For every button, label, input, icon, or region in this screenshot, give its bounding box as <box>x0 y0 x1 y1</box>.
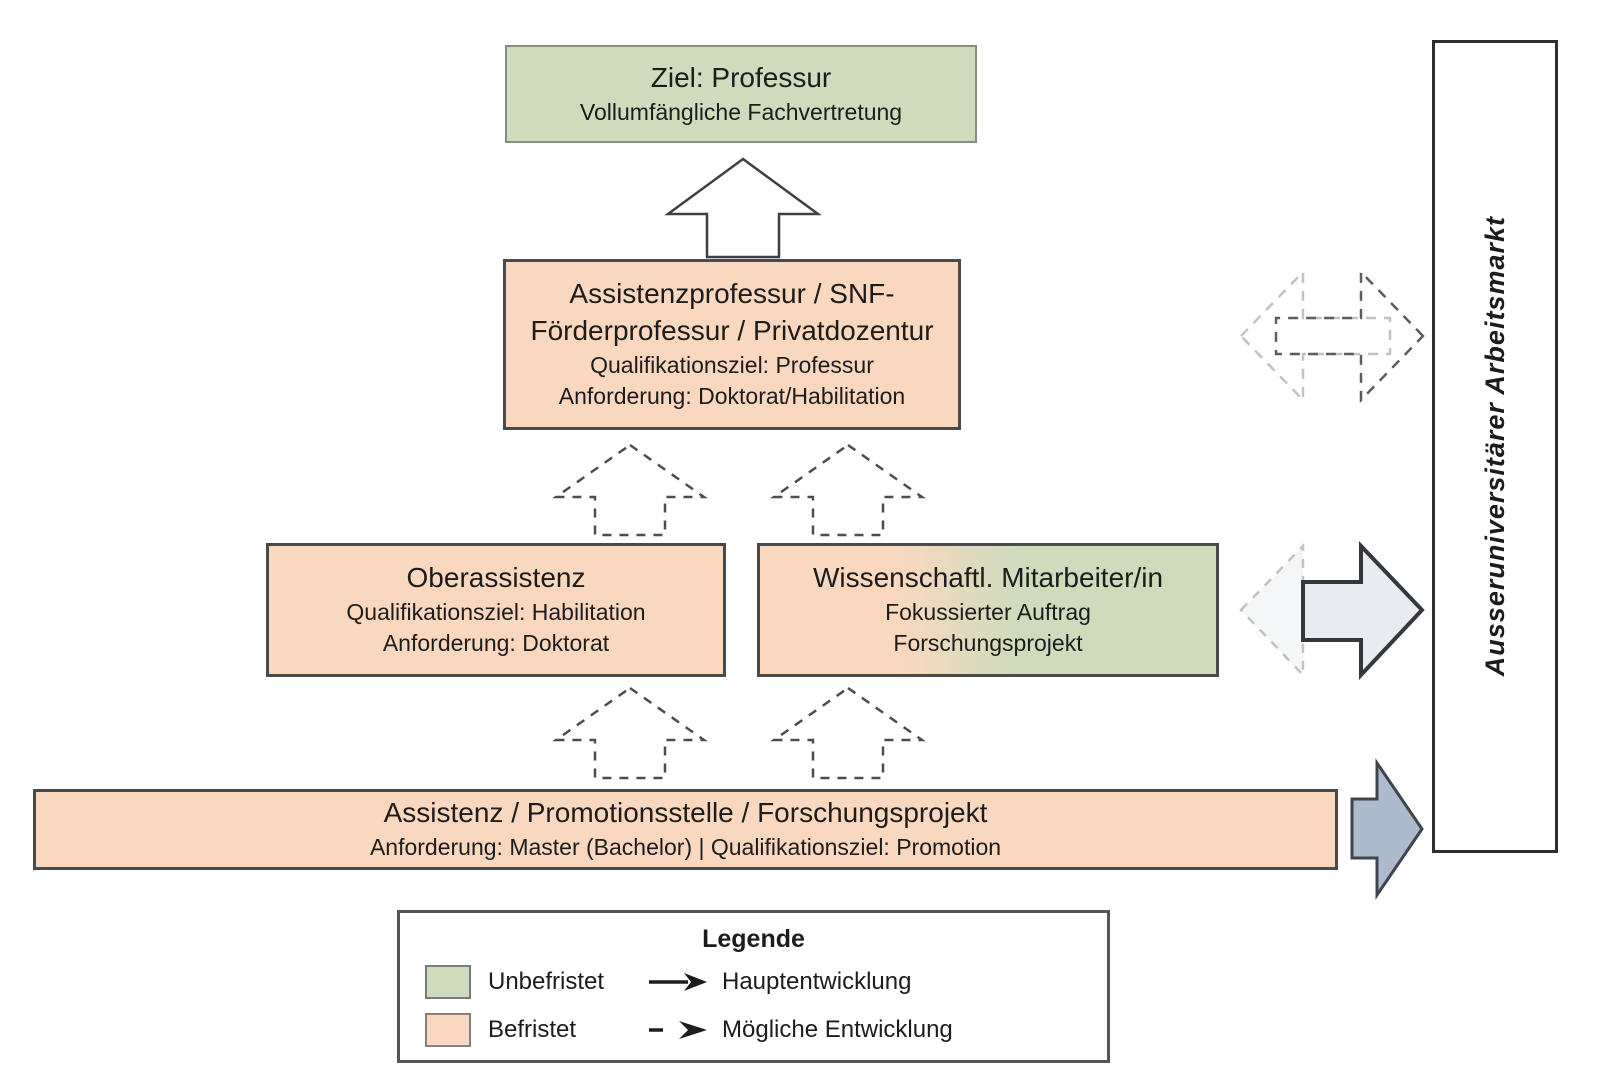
legend-title: Legende <box>702 925 805 953</box>
up-arrow-dashed-right-bottom <box>770 686 926 780</box>
oberassistenz-anforderung: Anforderung: Doktorat <box>382 630 610 657</box>
unbefristet-label: Unbefristet <box>488 968 605 995</box>
dashed-right-arrow-top-right <box>1274 268 1425 404</box>
mitarbeiter-line3: Forschungsprojekt <box>893 630 1083 657</box>
up-arrow-dashed-left-top <box>552 443 708 537</box>
dashed-arrow-icon <box>649 1021 707 1039</box>
up-arrow-dashed-left-bottom <box>552 686 708 780</box>
ziel-title: Ziel: Professur <box>650 61 832 93</box>
mitarbeiter-title: Wissenschaftl. Mitarbeiter/in <box>812 561 1164 593</box>
mitarbeiter-line2: Fokussierter Auftrag <box>885 598 1091 625</box>
box-assistenzprofessur: Assistenzprofessur / SNF- Förderprofessu… <box>503 259 961 430</box>
assistenz-title: Assistenz / Promotionsstelle / Forschung… <box>383 797 988 829</box>
arbeitsmarkt-label: Ausseruniversitärer Arbeitsmarkt <box>1479 216 1510 677</box>
unbefristet-swatch <box>425 965 471 999</box>
dashed-left-arrow-top-right <box>1239 268 1392 404</box>
legend-row-befristet: Befristet Mögliche Entwicklung <box>425 1010 1107 1050</box>
moegliche-entwicklung-label: Mögliche Entwicklung <box>722 1016 953 1043</box>
solid-right-arrow-bottom <box>1350 758 1424 900</box>
box-assistenz-promotionsstelle: Assistenz / Promotionsstelle / Forschung… <box>33 789 1338 870</box>
box-oberassistenz: Oberassistenz Qualifikationsziel: Habili… <box>266 543 726 677</box>
oberassistenz-title: Oberassistenz <box>406 561 586 593</box>
assistenzprofessur-anforderung: Anforderung: Doktorat/Habilitation <box>558 383 906 410</box>
up-arrow-solid <box>664 157 822 259</box>
box-arbeitsmarkt: Ausseruniversitärer Arbeitsmarkt <box>1432 40 1558 853</box>
assistenz-subtitle: Anforderung: Master (Bachelor) | Qualifi… <box>369 834 1002 861</box>
assistenzprofessur-title-line2: Förderprofessur / Privatdozentur <box>530 314 934 346</box>
box-wissenschaftl-mitarbeiter: Wissenschaftl. Mitarbeiter/in Fokussiert… <box>757 543 1219 677</box>
solid-arrow-icon <box>649 973 707 991</box>
solid-right-arrow-mid <box>1301 541 1425 681</box>
befristet-swatch <box>425 1013 471 1047</box>
ziel-subtitle: Vollumfängliche Fachvertretung <box>579 98 903 125</box>
oberassistenz-qualifikationsziel: Qualifikationsziel: Habilitation <box>346 598 646 625</box>
hauptentwicklung-label: Hauptentwicklung <box>722 968 912 995</box>
assistenzprofessur-qualifikationsziel: Qualifikationsziel: Professur <box>590 351 874 378</box>
assistenzprofessur-title-line1: Assistenzprofessur / SNF- <box>569 277 895 309</box>
up-arrow-dashed-right-top <box>770 443 926 537</box>
befristet-label: Befristet <box>488 1016 577 1043</box>
legend: Legende Unbefristet Hauptentwicklung Bef… <box>397 910 1110 1063</box>
legend-row-unbefristet: Unbefristet Hauptentwicklung <box>425 962 1107 1002</box>
box-ziel-professur: Ziel: Professur Vollumfängliche Fachvert… <box>505 45 977 143</box>
dashed-left-triangle-mid-right <box>1239 542 1305 679</box>
